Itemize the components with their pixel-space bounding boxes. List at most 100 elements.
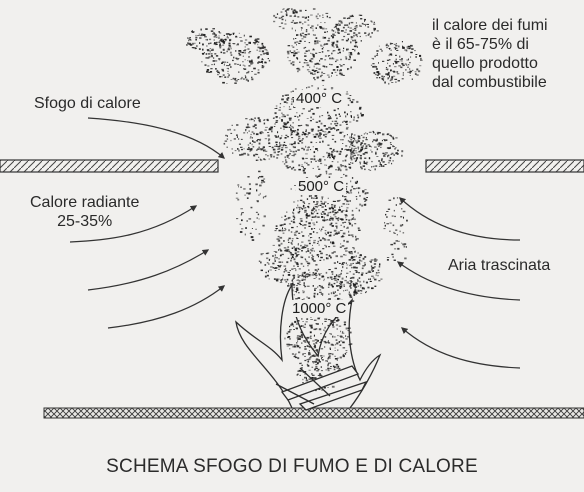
smoke-speck: [381, 166, 383, 167]
smoke-speck: [313, 135, 317, 138]
smoke-speck: [318, 244, 320, 246]
smoke-speck: [303, 298, 305, 300]
smoke-speck: [368, 278, 370, 280]
smoke-speck: [303, 353, 306, 354]
smoke-speck: [351, 252, 353, 255]
smoke-speck: [370, 20, 373, 22]
smoke-speck: [245, 78, 248, 81]
smoke-speck: [319, 289, 322, 291]
smoke-speck: [336, 200, 340, 202]
smoke-speck: [334, 128, 336, 130]
smoke-speck: [372, 166, 375, 168]
smoke-speck: [257, 117, 260, 119]
smoke-speck: [332, 210, 335, 212]
smoke-speck: [215, 43, 217, 46]
smoke-speck: [249, 61, 251, 63]
smoke-speck: [374, 278, 377, 281]
smoke-speck: [214, 42, 217, 44]
smoke-speck: [373, 21, 375, 23]
smoke-speck: [331, 225, 334, 227]
smoke-speck: [287, 45, 291, 47]
smoke-speck: [375, 68, 378, 70]
smoke-speck: [312, 208, 316, 210]
smoke-speck: [198, 33, 201, 35]
smoke-speck: [310, 128, 312, 131]
radiant-heat-label: Calore radiante 25-35%: [30, 193, 139, 231]
smoke-speck: [241, 219, 243, 222]
radiant-heat-line-2: 25-35%: [57, 213, 113, 230]
smoke-speck: [236, 124, 239, 126]
smoke-speck: [298, 232, 301, 234]
smoke-speck: [326, 360, 328, 362]
smoke-speck: [330, 231, 332, 234]
smoke-speck: [291, 45, 293, 47]
smoke-speck: [301, 133, 303, 136]
smoke-speck: [396, 71, 399, 73]
smoke-speck: [401, 78, 404, 80]
smoke-speck: [354, 160, 357, 162]
smoke-speck: [333, 262, 336, 264]
smoke-speck: [345, 155, 347, 158]
smoke-speck: [263, 150, 265, 152]
smoke-speck: [304, 285, 307, 287]
smoke-speck: [248, 130, 250, 132]
smoke-speck: [335, 43, 338, 46]
smoke-speck: [263, 119, 265, 121]
smoke-speck: [312, 73, 315, 75]
smoke-speck: [318, 52, 321, 53]
smoke-speck: [312, 128, 314, 130]
smoke-speck: [358, 209, 360, 212]
smoke-speck: [372, 66, 375, 68]
smoke-speck: [393, 43, 396, 45]
smoke-speck: [346, 207, 349, 209]
smoke-speck: [280, 11, 283, 13]
smoke-speck: [225, 33, 229, 35]
smoke-speck: [281, 147, 284, 149]
smoke-speck: [268, 158, 271, 160]
smoke-speck: [327, 342, 331, 344]
smoke-speck: [368, 145, 371, 147]
smoke-speck: [239, 64, 241, 66]
smoke-speck: [319, 291, 322, 293]
smoke-speck: [224, 76, 227, 78]
smoke-speck: [360, 112, 362, 115]
smoke-speck: [311, 69, 315, 71]
smoke-speck: [283, 115, 286, 118]
smoke-speck: [319, 259, 322, 261]
smoke-speck: [257, 43, 259, 46]
smoke-speck: [297, 70, 299, 73]
smoke-speck: [331, 72, 333, 74]
smoke-speck: [244, 46, 246, 48]
smoke-speck: [348, 58, 351, 61]
smoke-speck: [278, 258, 280, 260]
smoke-speck: [304, 161, 306, 164]
smoke-speck: [323, 65, 326, 68]
smoke-speck: [375, 140, 378, 142]
smoke-speck: [327, 367, 330, 370]
smoke-speck: [357, 285, 359, 287]
smoke-speck: [358, 277, 361, 279]
smoke-speck: [353, 188, 356, 190]
smoke-speck: [302, 321, 304, 322]
smoke-speck: [386, 147, 389, 149]
smoke-speck: [204, 36, 207, 38]
smoke-speck: [321, 275, 324, 278]
smoke-speck: [305, 30, 308, 33]
smoke-speck: [311, 85, 314, 87]
smoke-speck: [379, 263, 381, 266]
smoke-speck: [328, 269, 331, 271]
smoke-speck: [278, 249, 280, 251]
smoke-speck: [357, 290, 360, 292]
smoke-speck: [317, 165, 319, 168]
smoke-speck: [292, 97, 295, 98]
smoke-speck: [354, 138, 356, 141]
smoke-speck: [328, 16, 331, 19]
smoke-speck: [296, 131, 299, 133]
smoke-speck: [210, 30, 214, 32]
smoke-speck: [360, 154, 362, 157]
smoke-speck: [313, 34, 316, 36]
smoke-speck: [295, 11, 298, 14]
smoke-speck: [352, 119, 355, 121]
smoke-speck: [274, 230, 277, 232]
smoke-speck: [376, 143, 380, 146]
